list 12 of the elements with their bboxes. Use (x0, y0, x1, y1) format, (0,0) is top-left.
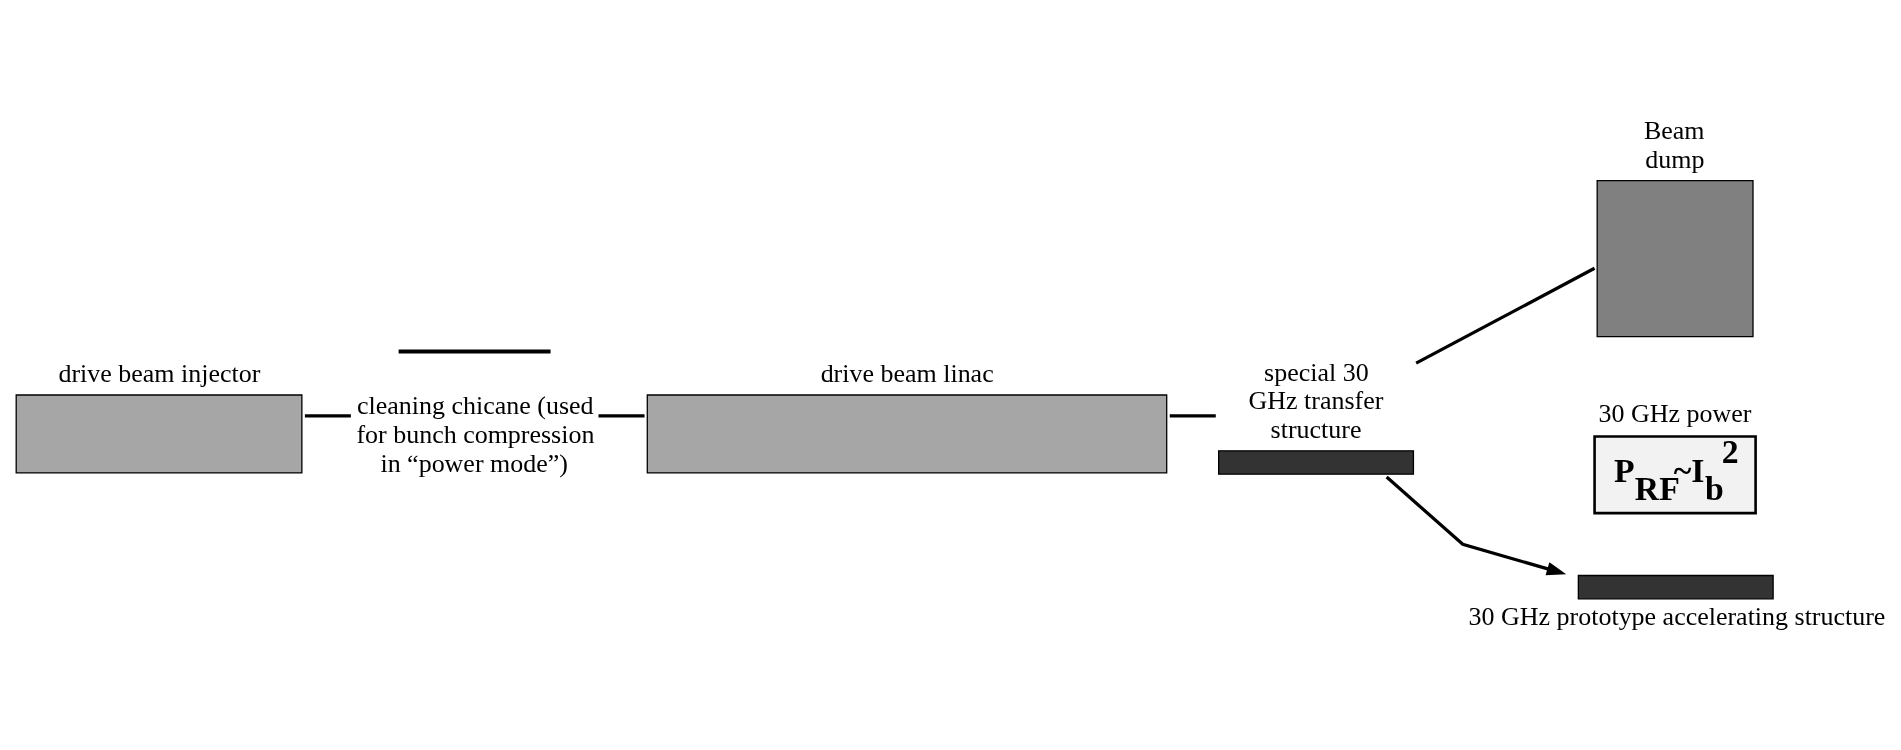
connector (598, 413, 645, 417)
node-label: 30 GHz prototype accelerating structure (1468, 601, 1886, 631)
connector (304, 413, 351, 417)
connector (1415, 266, 1596, 365)
node-label: Beam dump (1643, 115, 1705, 174)
connector (1169, 413, 1216, 417)
node-text: cleaning chicane (used for bunch compression in “power mode”) (356, 390, 595, 478)
arrow (1385, 475, 1567, 575)
node-label: special 30 GHz transfer structure (1248, 357, 1384, 444)
node-label: drive beam injector (58, 358, 261, 388)
node-label: 30 GHz power (1598, 398, 1752, 428)
node-label: drive beam linac (820, 358, 994, 388)
